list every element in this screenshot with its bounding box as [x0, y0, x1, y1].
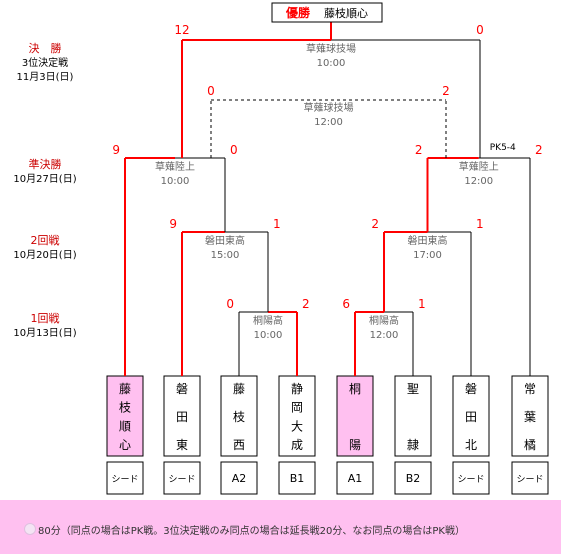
venue-label: 草薙球技場	[306, 42, 356, 55]
score-left: 2	[371, 217, 379, 231]
team-name-char: 成	[291, 438, 303, 452]
score-left: 9	[112, 143, 120, 157]
footer-banner	[0, 500, 561, 554]
score-left: 12	[174, 23, 189, 37]
seed-label: シード	[168, 475, 195, 485]
time-label: 10:00	[317, 58, 346, 69]
venue-label: 草薙球技場	[304, 101, 354, 114]
venue-label: 磐田東高	[205, 234, 245, 247]
team-name-char: 岡	[291, 401, 303, 415]
score-right: 1	[273, 217, 281, 231]
time-label: 10:00	[161, 176, 190, 187]
seed-label: シード	[111, 475, 138, 485]
team-name-char: 北	[465, 438, 477, 452]
round-date: 10月27日(日)	[13, 173, 76, 185]
seed-box	[394, 461, 432, 495]
score-left: 0	[226, 297, 234, 311]
team-name-char: 磐	[465, 382, 477, 396]
seed-label: A1	[348, 472, 363, 485]
seed-label: シード	[516, 475, 543, 485]
team-box	[511, 375, 549, 457]
round-date: 11月3日(日)	[17, 71, 74, 83]
score-left: 2	[415, 143, 423, 157]
score-left: 6	[342, 297, 350, 311]
score-left: 9	[169, 217, 177, 231]
time-label: 12:00	[464, 176, 493, 187]
round-name: 準決勝	[29, 157, 62, 171]
champion-label: 優勝	[285, 5, 311, 20]
time-label: 10:00	[254, 330, 283, 341]
team-name-char: 大	[291, 419, 303, 433]
venue-label: 桐陽高	[369, 314, 399, 327]
seed-box	[511, 461, 549, 495]
champion-box	[271, 2, 383, 23]
seed-label: B1	[290, 472, 305, 485]
venue-label: 草薙陸上	[155, 160, 195, 173]
seed-box	[106, 461, 144, 495]
time-label: 12:00	[370, 330, 399, 341]
team-box	[278, 375, 316, 457]
round-name: 2回戦	[31, 234, 60, 247]
time-label: 17:00	[413, 250, 442, 261]
team-name-char: 田	[176, 410, 188, 424]
seed-box	[220, 461, 258, 495]
venue-label: 草薙陸上	[459, 160, 499, 173]
time-label: 12:00	[314, 117, 343, 128]
venue-label: 桐陽高	[253, 314, 283, 327]
team-box	[220, 375, 258, 457]
round-name: 1回戦	[31, 312, 60, 325]
team-name-char: 橘	[524, 437, 536, 452]
team-name-char: 桐	[349, 382, 361, 396]
seed-box	[336, 461, 374, 495]
round-date: 10月20日(日)	[13, 249, 76, 261]
team-name-char: 藤	[119, 382, 131, 396]
score-right: 1	[418, 297, 426, 311]
score-right: 2	[442, 84, 450, 98]
score-right: 0	[476, 23, 484, 37]
team-name-char: 心	[119, 438, 131, 452]
venue-label: 磐田東高	[408, 234, 448, 247]
seed-box	[278, 461, 316, 495]
team-name-char: 静	[291, 382, 303, 396]
round-date: 10月13日(日)	[13, 327, 76, 339]
score-left: 0	[207, 84, 215, 98]
seed-label: シード	[457, 475, 484, 485]
team-name-char: 枝	[119, 400, 131, 415]
score-right: 2	[535, 143, 543, 157]
seed-box	[452, 461, 490, 495]
team-name-char: 隷	[407, 438, 419, 452]
team-name-char: 東	[176, 438, 188, 452]
team-name-char: 常	[524, 382, 536, 396]
team-name-char: 聖	[407, 382, 419, 396]
round-name: 決 勝	[29, 41, 62, 55]
champion-name: 藤枝順心	[324, 6, 368, 20]
tournament-bracket: 藤枝順心シード磐田東シード藤枝西A2静岡大成B1桐陽A1聖隷B2磐田北シード常葉…	[13, 2, 549, 495]
team-name-char: 磐	[176, 382, 188, 396]
team-name-char: 西	[233, 438, 245, 452]
team-name-char: 枝	[233, 409, 245, 424]
pk-note: PK5-4	[490, 143, 516, 153]
team-box	[452, 375, 490, 457]
team-name-char: 順	[119, 419, 131, 433]
seed-box	[163, 461, 201, 495]
score-right: 1	[476, 217, 484, 231]
team-name-char: 藤	[233, 382, 245, 396]
round-sub: 3位決定戦	[22, 56, 68, 69]
score-right: 2	[302, 297, 310, 311]
team-box	[336, 375, 374, 457]
seed-label: A2	[232, 472, 247, 485]
seed-label: B2	[406, 472, 421, 485]
score-right: 0	[230, 143, 238, 157]
bullet-icon	[24, 523, 36, 535]
team-name-char: 葉	[524, 410, 536, 424]
footer-note: 80分（同点の場合はPK戦。3位決定戦のみ同点の場合は延長戦20分、なお同点の場…	[38, 526, 465, 537]
time-label: 15:00	[211, 250, 240, 261]
team-name-char: 陽	[349, 438, 361, 452]
team-name-char: 田	[465, 410, 477, 424]
team-box	[106, 375, 144, 457]
team-box	[394, 375, 432, 457]
